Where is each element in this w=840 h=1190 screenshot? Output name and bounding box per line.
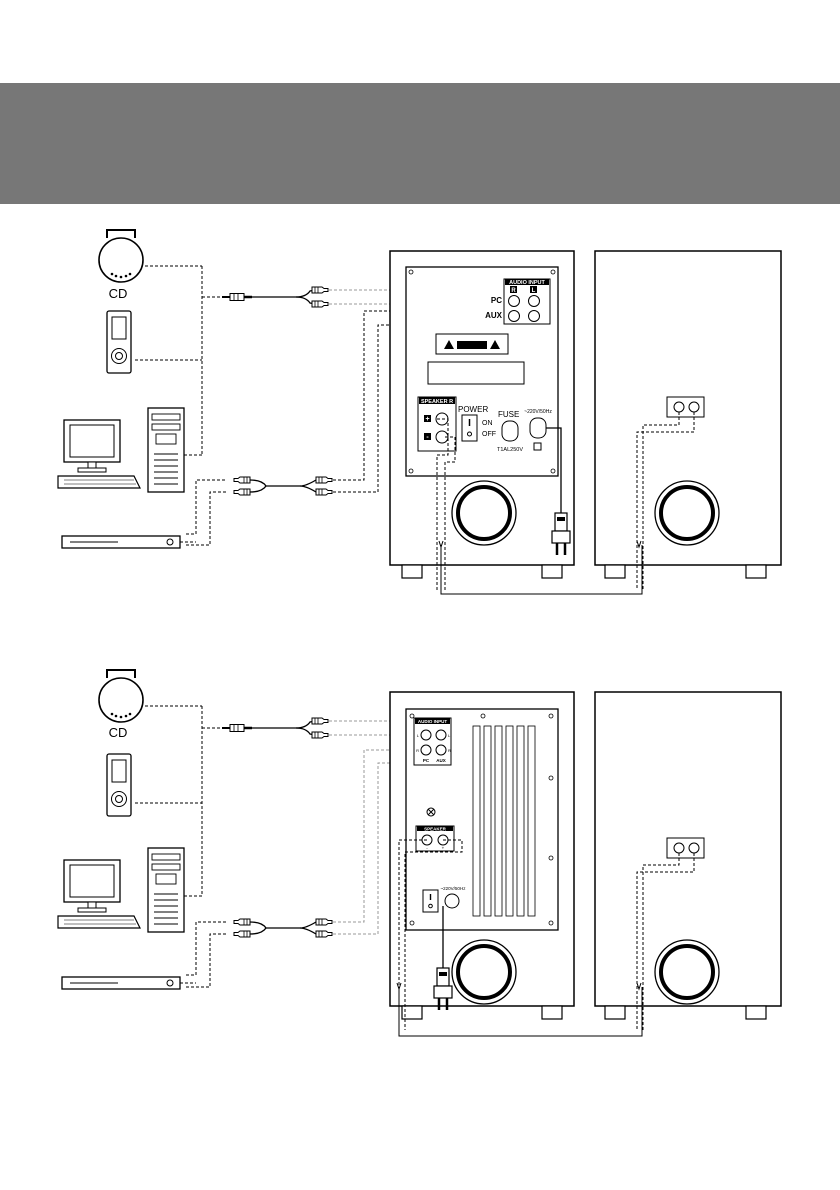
rca-plug-icon bbox=[233, 488, 251, 496]
aux-input-label: AUX bbox=[436, 758, 446, 763]
subwoofer-speaker-icon: AUDIO INPUT R L PC AUX SPEAKER R + - bbox=[389, 250, 575, 579]
speaker-minus-label: - bbox=[426, 846, 428, 851]
pc-input-right-jack[interactable] bbox=[420, 744, 432, 756]
aux-input-label: AUX bbox=[485, 311, 503, 320]
cd-player-icon bbox=[98, 669, 144, 723]
rca-plug-icon bbox=[315, 918, 333, 926]
dvd-player-icon bbox=[61, 535, 181, 549]
rca-plug-icon bbox=[315, 930, 333, 938]
satellite-input-jack[interactable] bbox=[688, 401, 700, 413]
power-socket bbox=[529, 417, 547, 439]
channel-r-label: R bbox=[511, 288, 516, 294]
pc-input-left-jack[interactable] bbox=[528, 295, 540, 307]
diagram-1: CD bbox=[57, 229, 782, 595]
voltage-label: ~220V/50Hz bbox=[524, 409, 552, 415]
rca-plug-icon bbox=[315, 488, 333, 496]
pc-input-label: PC bbox=[491, 296, 502, 305]
rca-plug-icon bbox=[233, 476, 251, 484]
fuse-label: FUSE bbox=[498, 410, 519, 419]
rca-plug-icon bbox=[311, 286, 329, 294]
mp3-player-icon bbox=[106, 310, 132, 374]
aux-input-left-jack[interactable] bbox=[435, 729, 447, 741]
voltage-label: ~220V/50Hz bbox=[441, 886, 467, 891]
source-bus-lines bbox=[135, 265, 227, 546]
audio-cable-icon bbox=[220, 723, 254, 733]
pc-input-left-jack[interactable] bbox=[420, 729, 432, 741]
audio-cable-icon bbox=[220, 292, 254, 302]
plus-label: + bbox=[425, 416, 429, 423]
rca-plug-icon bbox=[311, 717, 329, 725]
speaker-plus-label: + bbox=[442, 846, 445, 851]
jack-l-label: L bbox=[417, 733, 420, 738]
power-switch[interactable] bbox=[422, 889, 439, 913]
jack-l-label: L bbox=[448, 733, 451, 738]
computer-icon bbox=[57, 847, 185, 933]
header-banner bbox=[0, 83, 840, 204]
speaker-wire bbox=[436, 412, 695, 590]
power-switch[interactable] bbox=[461, 414, 478, 442]
satellite-input-jack[interactable] bbox=[673, 842, 685, 854]
audio-input-label: AUDIO INPUT bbox=[418, 719, 448, 724]
pc-input-label: PC bbox=[423, 758, 430, 763]
satellite-input-jack[interactable] bbox=[688, 842, 700, 854]
rca-plug-icon bbox=[311, 731, 329, 739]
rca-plug-icon bbox=[315, 476, 333, 484]
audio-input-label: AUDIO INPUT bbox=[509, 280, 545, 286]
computer-icon bbox=[57, 407, 185, 493]
rca-plug-icon bbox=[311, 300, 329, 308]
fuse-holder[interactable] bbox=[501, 420, 519, 442]
satellite-speaker-icon bbox=[594, 250, 782, 579]
power-socket bbox=[444, 893, 460, 909]
on-label: ON bbox=[482, 420, 493, 427]
off-label: OFF bbox=[482, 431, 496, 438]
minus-label: - bbox=[426, 434, 429, 441]
satellite-input-jack[interactable] bbox=[673, 401, 685, 413]
cd-label: CD bbox=[109, 286, 128, 301]
aux-input-left-jack[interactable] bbox=[528, 310, 540, 322]
speaker-label: SPEAKER bbox=[424, 827, 447, 832]
power-label: POWER bbox=[458, 405, 488, 414]
satellite-speaker-icon bbox=[594, 691, 782, 1020]
jack-r-label: R bbox=[448, 748, 451, 753]
fuse-rating-label: T1AL250V bbox=[497, 447, 523, 453]
speaker-wire bbox=[398, 839, 695, 1030]
dvd-player-icon bbox=[61, 976, 181, 990]
cd-player-icon bbox=[98, 229, 144, 283]
cd-label: CD bbox=[109, 725, 128, 740]
pc-input-right-jack[interactable] bbox=[508, 295, 520, 307]
speaker-r-label: SPEAKER R bbox=[421, 399, 453, 405]
subwoofer-speaker-icon: AUDIO INPUT L R L R PC AUX SPEAKER - + bbox=[389, 691, 575, 1020]
mp3-player-icon bbox=[106, 753, 132, 817]
aux-input-right-jack[interactable] bbox=[435, 744, 447, 756]
rca-plug-icon bbox=[233, 930, 251, 938]
rca-plug-icon bbox=[233, 918, 251, 926]
channel-l-label: L bbox=[532, 288, 536, 294]
source-bus-lines bbox=[135, 705, 227, 988]
diagram-2: CD bbox=[57, 669, 782, 1037]
aux-input-right-jack[interactable] bbox=[508, 310, 520, 322]
jack-r-label: R bbox=[416, 748, 419, 753]
